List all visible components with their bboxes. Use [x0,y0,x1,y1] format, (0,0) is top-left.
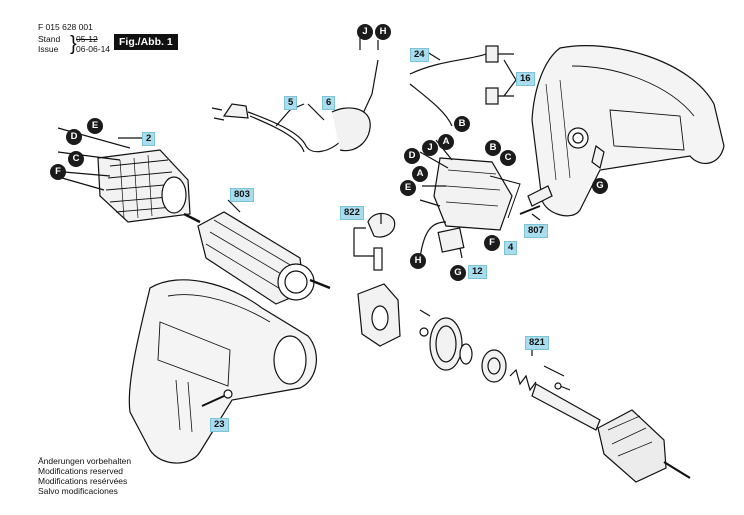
marker-j-top: J [357,24,373,40]
marker-j-switch: J [422,140,438,156]
footer-line-fr: Modifications resérvées [38,476,128,486]
field-stator [97,149,191,223]
part-label-16: 16 [516,72,535,86]
marker-g-housing: G [592,178,608,194]
brace-glyph: } [70,33,77,55]
marker-h-top: H [375,24,391,40]
footer-line-en: Modifications reserved [38,466,124,476]
footer-line-de: Änderungen vorbehalten [38,456,132,466]
part-label-822: 822 [340,206,364,220]
footer-notes: Änderungen vorbehalten Modifications res… [38,456,131,496]
part-label-807: 807 [524,224,548,238]
part-label-803: 803 [230,188,254,202]
marker-a-upper: A [438,134,454,150]
marker-h-switch: H [410,253,426,269]
stand-value: 05-12 [76,34,98,44]
marker-f-switch: F [484,235,500,251]
marker-e-switch: E [400,180,416,196]
marker-c-switch: C [500,150,516,166]
stand-label: Stand [38,34,61,44]
marker-g-switch: G [450,265,466,281]
part-label-821: 821 [525,336,549,350]
housing-left-half [128,279,317,464]
housing-right-half [531,45,725,217]
part-label-4: 4 [504,241,518,255]
armature [183,211,331,305]
marker-e-stator: E [87,118,103,134]
part-label-5: 5 [284,96,298,110]
marker-b-switch: B [485,140,501,156]
marker-d-switch: D [404,148,420,164]
keyless-chuck [597,409,667,483]
part-label-24: 24 [410,48,429,62]
marker-a-switch: A [412,166,428,182]
footer-line-es: Salvo modificaciones [38,486,118,496]
marker-d-stator: D [66,129,82,145]
figure-tag: Fig./Abb. 1 [114,34,178,50]
part-label-12: 12 [468,265,487,279]
switch [433,157,521,231]
marker-c-stator: C [68,151,84,167]
part-label-2: 2 [142,132,156,146]
part-label-23: 23 [210,418,229,432]
issue-value: 06-06-14 [76,44,111,54]
mains-cord [211,59,379,153]
part-label-6: 6 [322,96,336,110]
marker-b-upper: B [454,116,470,132]
issue-label: Issue [38,44,59,54]
document-number: F 015 628 001 [38,22,93,32]
marker-f-stator: F [50,164,66,180]
